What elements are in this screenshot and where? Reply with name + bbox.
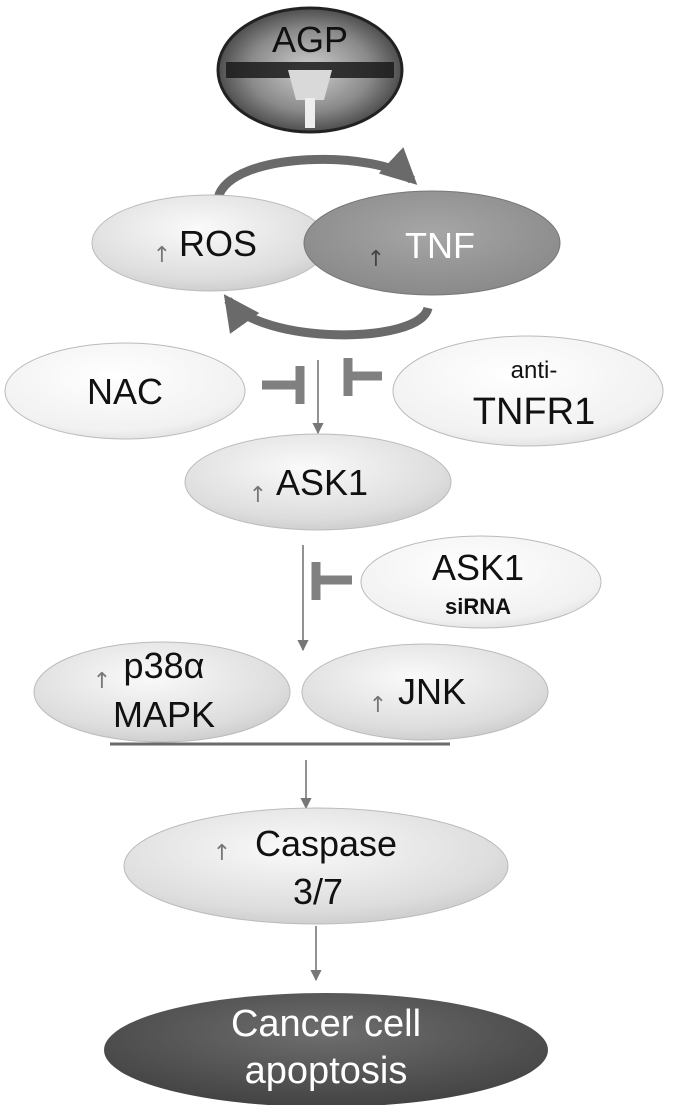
tnf-up-arrow-icon: ↑ <box>367 247 385 272</box>
ros-label: ROS <box>179 223 257 264</box>
nac-label: NAC <box>87 371 163 412</box>
ask1-sirna-node: ASK1 siRNA <box>360 535 602 629</box>
anti-tnfr1-prefix: anti- <box>511 357 558 384</box>
ask1-sirna-inhibitor <box>311 562 352 600</box>
p38-up-arrow-icon: ↑ <box>93 669 111 694</box>
apoptosis-label-line1: Cancer cell <box>231 1003 421 1045</box>
ros-node: ↑ ROS <box>91 194 329 292</box>
caspase-up-arrow-icon: ↑ <box>213 841 231 866</box>
ask1-label: ASK1 <box>276 462 368 503</box>
jnk-node: ↑ JNK <box>301 643 549 741</box>
apoptosis-node: Cancer cell apoptosis <box>104 993 548 1105</box>
ask1-sirna-label: ASK1 <box>432 547 524 588</box>
ask1-up-arrow-icon: ↑ <box>249 483 267 508</box>
anti-tnfr1-label: TNFR1 <box>473 391 595 433</box>
ask1-node: ↑ ASK1 <box>184 433 452 531</box>
loop-arrow-top <box>213 147 418 200</box>
tnf-node: ↑ TNF <box>303 190 561 296</box>
anti-tnfr1-node: anti- TNFR1 <box>392 335 664 447</box>
agp-node: AGP <box>216 6 404 134</box>
caspase-sublabel: 3/7 <box>293 871 343 912</box>
agp-label: AGP <box>272 19 348 60</box>
mapk-label: MAPK <box>113 694 215 735</box>
apoptosis-label-line2: apoptosis <box>245 1050 408 1092</box>
loop-arrow-bottom <box>223 294 433 340</box>
tnf-label: TNF <box>405 225 475 266</box>
p38-label: p38α <box>124 645 205 686</box>
jnk-label: JNK <box>398 671 466 712</box>
nac-node: NAC <box>4 342 246 440</box>
ask1-sirna-sublabel: siRNA <box>445 594 511 619</box>
caspase-node: ↑ Caspase 3/7 <box>123 807 509 925</box>
caspase-label: Caspase <box>255 823 397 864</box>
anti-tnfr1-inhibitor <box>343 358 382 396</box>
ros-up-arrow-icon: ↑ <box>153 243 171 268</box>
nac-inhibitor <box>262 366 305 404</box>
jnk-up-arrow-icon: ↑ <box>369 693 387 718</box>
p38-mapk-node: ↑ p38α MAPK <box>33 641 291 743</box>
